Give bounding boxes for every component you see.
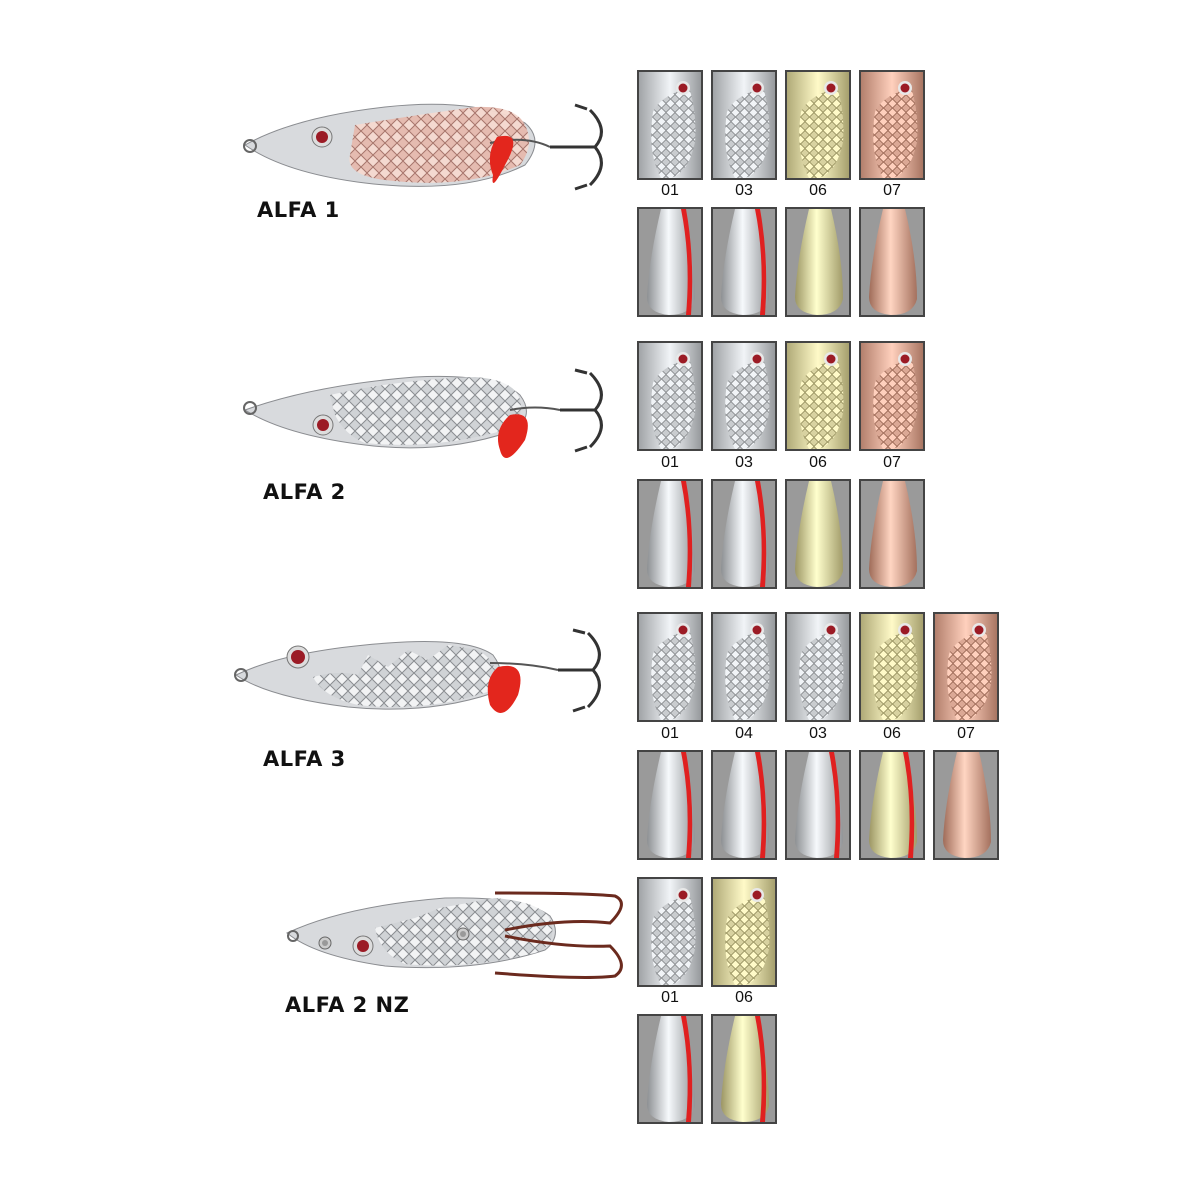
- scaled-finish-swatch: [637, 612, 703, 722]
- finish-code: 03: [735, 182, 753, 199]
- lure-image: [234, 628, 601, 713]
- lure-image: [243, 103, 603, 191]
- finish-code: 01: [661, 182, 679, 199]
- finish-code: 04: [735, 725, 753, 742]
- smooth-finish-swatch: [711, 207, 777, 317]
- scaled-finish-swatch: [637, 341, 703, 451]
- scaled-finish-swatch: [637, 877, 703, 987]
- finish-code: 03: [735, 454, 753, 471]
- product-name: ALFA 1: [257, 198, 340, 222]
- smooth-finish-swatch: [637, 207, 703, 317]
- scaled-finish-swatch: [785, 341, 851, 451]
- scaled-finish-swatch: [785, 70, 851, 180]
- scaled-finish-swatch: [711, 70, 777, 180]
- scaled-finish-swatch: [711, 877, 777, 987]
- smooth-finish-swatch: [637, 479, 703, 589]
- smooth-finish-swatch: [711, 1014, 777, 1124]
- scaled-finish-swatch: [933, 612, 999, 722]
- scaled-finish-swatch: [859, 612, 925, 722]
- finish-code: 01: [661, 725, 679, 742]
- finish-code: 06: [883, 725, 901, 742]
- smooth-finish-swatch: [637, 750, 703, 860]
- scaled-finish-swatch: [859, 70, 925, 180]
- smooth-finish-swatch: [933, 750, 999, 860]
- smooth-finish-swatch: [859, 750, 925, 860]
- scaled-finish-swatch: [711, 612, 777, 722]
- scaled-finish-swatch: [711, 341, 777, 451]
- lure-image: [286, 891, 623, 979]
- smooth-finish-swatch: [637, 1014, 703, 1124]
- finish-code: 03: [809, 725, 827, 742]
- finish-code: 07: [883, 454, 901, 471]
- product-name: ALFA 2: [263, 480, 346, 504]
- smooth-finish-swatch: [711, 750, 777, 860]
- scaled-finish-swatch: [859, 341, 925, 451]
- smooth-finish-swatch: [785, 479, 851, 589]
- product-name: ALFA 2 NZ: [285, 993, 410, 1017]
- finish-code: 06: [735, 989, 753, 1006]
- finish-code: 01: [661, 454, 679, 471]
- smooth-finish-swatch: [711, 479, 777, 589]
- finish-code: 01: [661, 989, 679, 1006]
- scaled-finish-swatch: [785, 612, 851, 722]
- smooth-finish-swatch: [785, 207, 851, 317]
- finish-code: 07: [883, 182, 901, 199]
- smooth-finish-swatch: [785, 750, 851, 860]
- lure-image: [243, 368, 603, 458]
- scaled-finish-swatch: [637, 70, 703, 180]
- smooth-finish-swatch: [859, 207, 925, 317]
- product-name: ALFA 3: [263, 747, 346, 771]
- finish-code: 06: [809, 182, 827, 199]
- finish-code: 06: [809, 454, 827, 471]
- finish-code: 07: [957, 725, 975, 742]
- smooth-finish-swatch: [859, 479, 925, 589]
